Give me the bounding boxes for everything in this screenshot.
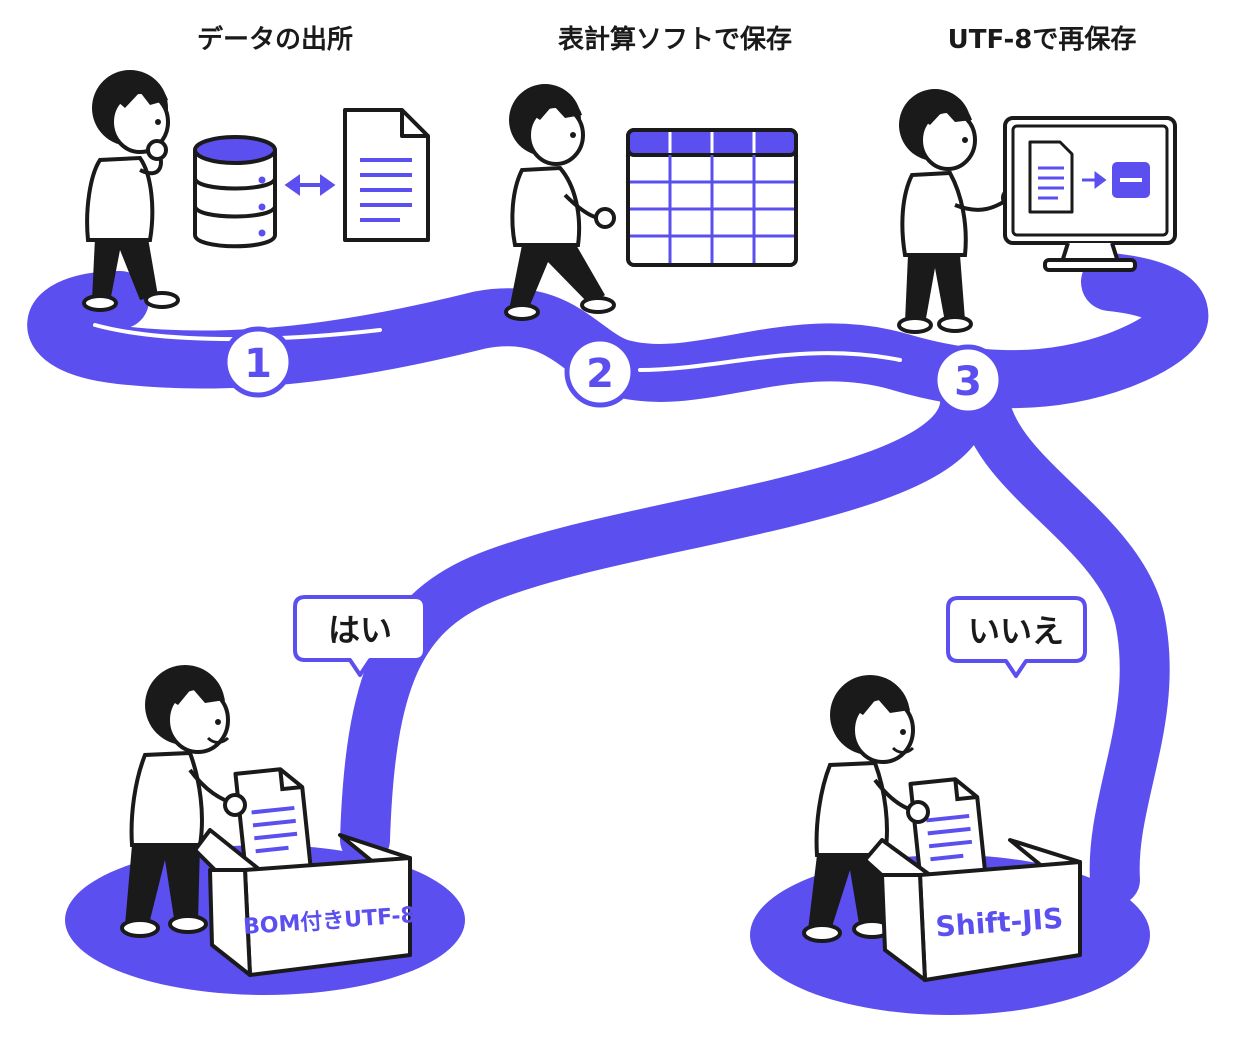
step-2-badge: 2	[564, 336, 636, 408]
branch-road-no	[960, 380, 1170, 905]
box-icon: BOM付きUTF-8	[193, 828, 417, 977]
step-3-badge: 3	[932, 344, 1004, 416]
spreadsheet-icon	[626, 128, 798, 267]
step-2-title: 表計算ソフトで保存	[558, 24, 792, 55]
document-icon	[233, 767, 313, 876]
road-center-lines	[93, 323, 902, 372]
document-icon	[343, 108, 430, 242]
step-1-title: データの出所	[197, 24, 353, 55]
document-icon	[908, 777, 988, 881]
svg-text:2: 2	[586, 351, 614, 397]
answer-bubble-no: いいえ	[946, 596, 1087, 678]
person-icon	[120, 665, 239, 938]
database-icon	[193, 135, 277, 249]
step-1-badge: 1	[222, 326, 294, 398]
person-icon	[82, 70, 180, 312]
answer-bubble-yes: はい	[293, 595, 427, 677]
box-icon: Shift-JIS	[863, 838, 1082, 982]
svg-text:3: 3	[954, 359, 982, 405]
person-icon	[802, 675, 921, 943]
person-icon	[897, 89, 1023, 334]
bidirectional-arrow-icon	[284, 174, 336, 196]
svg-text:はい: はい	[328, 611, 392, 649]
person-icon	[504, 84, 616, 321]
svg-text:いいえ: いいえ	[968, 612, 1064, 650]
svg-text:1: 1	[244, 341, 272, 387]
branch-road-yes	[340, 380, 990, 865]
monitor-icon	[1003, 116, 1177, 272]
arrow-right-icon	[1082, 171, 1107, 189]
step-3-title: UTF-8で再保存	[948, 25, 1137, 55]
